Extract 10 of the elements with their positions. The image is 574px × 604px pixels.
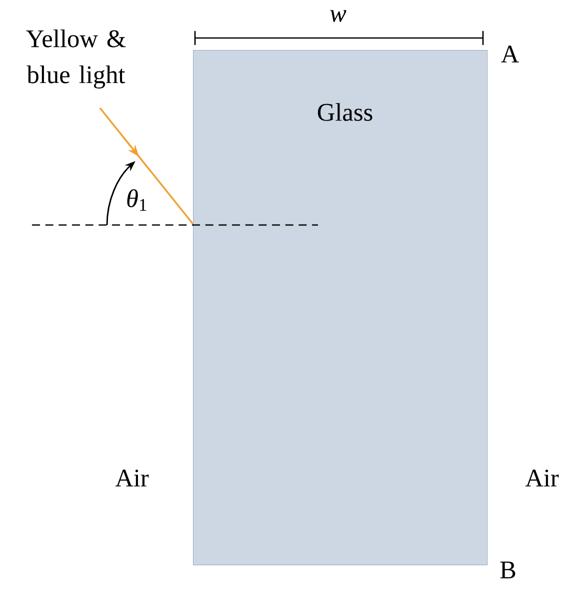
medium-label: Air <box>115 470 149 486</box>
dimension-label: w <box>330 10 346 22</box>
medium-label: Air <box>525 470 559 486</box>
angle-label: θ$_{1}$ <box>127 189 146 211</box>
corner-label: A <box>501 46 519 62</box>
light-label: Yellow & blue light <box>26 30 126 89</box>
light-ray <box>99 107 194 225</box>
corner-label: B <box>500 562 516 578</box>
node-label: Glass <box>318 103 372 121</box>
glass-slab <box>193 50 488 566</box>
